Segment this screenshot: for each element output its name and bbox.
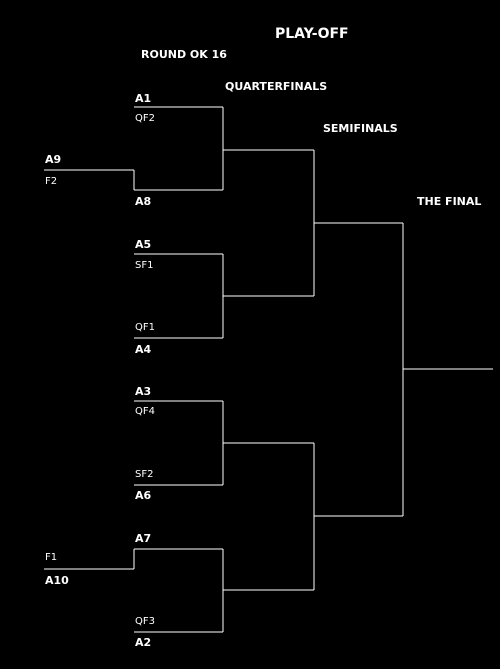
team-label: A7 [135, 532, 152, 545]
final-label: THE FINAL [417, 195, 482, 208]
seed-label: QF3 [135, 616, 155, 627]
team-label: A8 [135, 195, 152, 208]
seed-label: F1 [45, 552, 58, 563]
round-of-16-label: ROUND OK 16 [141, 48, 227, 61]
team-label: A6 [135, 489, 152, 502]
seed-label: F2 [45, 176, 58, 187]
team-label: A3 [135, 385, 152, 398]
semifinals-label: SEMIFINALS [323, 122, 398, 135]
seed-label: SF1 [135, 260, 154, 271]
seed-label: QF1 [135, 322, 155, 333]
team-label: A5 [135, 238, 152, 251]
page-title: PLAY-OFF [275, 26, 349, 42]
team-label: A2 [135, 636, 152, 649]
team-label: A4 [135, 343, 152, 356]
seed-label: SF2 [135, 469, 154, 480]
seed-label: QF2 [135, 113, 155, 124]
team-label: A1 [135, 92, 152, 105]
seed-label: QF4 [135, 406, 155, 417]
team-label: A10 [45, 574, 69, 587]
team-label: A9 [45, 153, 62, 166]
quarterfinals-label: QUARTERFINALS [225, 80, 328, 93]
